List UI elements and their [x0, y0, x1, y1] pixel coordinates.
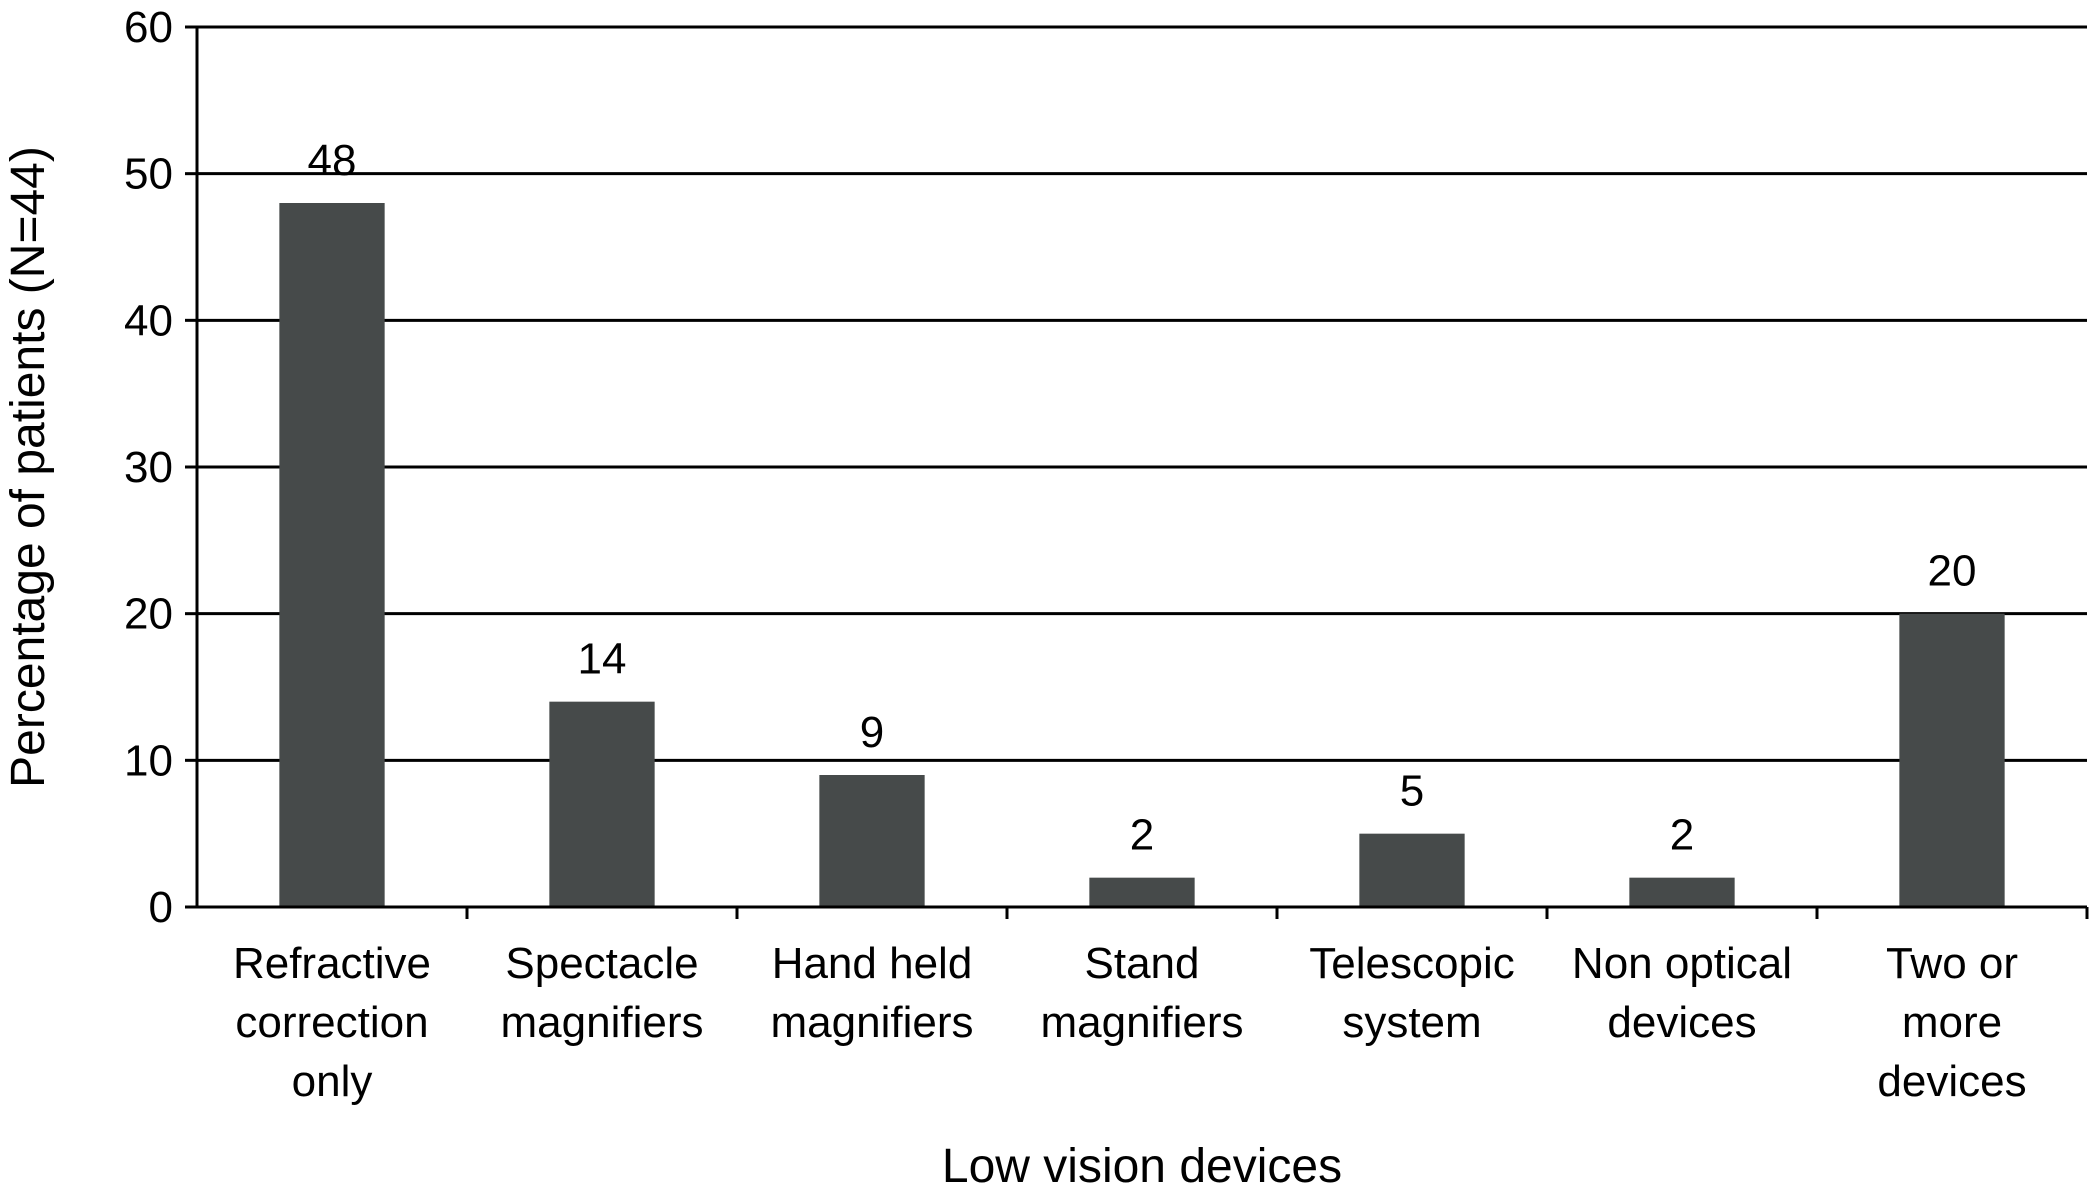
data-label: 5 — [1400, 767, 1424, 816]
x-tick-label: only — [292, 1057, 373, 1106]
bars — [279, 203, 2005, 907]
x-tick-label: magnifiers — [501, 998, 704, 1047]
x-tick-label: correction — [235, 998, 428, 1047]
x-tick-label: Stand — [1085, 939, 1200, 988]
data-label: 20 — [1928, 547, 1977, 596]
data-labels: 48 14 9 2 5 2 20 — [308, 136, 1977, 860]
y-tick-label: 60 — [124, 3, 173, 52]
y-tick-label: 0 — [149, 883, 173, 932]
x-tick-label: Hand held — [772, 939, 973, 988]
x-tick-label: Telescopic — [1309, 939, 1514, 988]
data-label: 14 — [578, 635, 627, 684]
x-tick-labels: Refractive correction only Spectacle magnifi… — [233, 939, 2027, 1106]
y-tick-label: 40 — [124, 296, 173, 345]
y-axis-title: Percentage of patients (N=44) — [2, 146, 55, 788]
x-axis-title: Low vision devices — [942, 1140, 1342, 1193]
bar — [819, 775, 925, 907]
bar — [1899, 613, 2005, 907]
y-tick-labels: 0 10 20 30 40 50 60 — [124, 3, 173, 932]
y-tick-label: 20 — [124, 590, 173, 639]
data-label: 2 — [1130, 811, 1154, 860]
data-label: 9 — [860, 708, 884, 757]
x-tick-label: magnifiers — [771, 998, 974, 1047]
bar — [1089, 877, 1195, 907]
y-tick-label: 30 — [124, 443, 173, 492]
grid-lines — [197, 25, 2087, 762]
data-label: 2 — [1670, 811, 1694, 860]
axes — [185, 25, 2089, 919]
y-tick-label: 10 — [124, 736, 173, 785]
data-label: 48 — [308, 136, 357, 185]
x-tick-label: Non optical — [1572, 939, 1792, 988]
x-tick-label: devices — [1877, 1057, 2026, 1106]
x-tick-label: Spectacle — [505, 939, 698, 988]
x-tick-label: system — [1342, 998, 1481, 1047]
x-tick-label: magnifiers — [1041, 998, 1244, 1047]
y-tick-label: 50 — [124, 150, 173, 199]
bar — [549, 701, 655, 907]
x-tick-label: Refractive — [233, 939, 431, 988]
x-tick-label: Two or — [1886, 939, 2018, 988]
bar — [1359, 833, 1465, 907]
x-tick-label: devices — [1607, 998, 1756, 1047]
x-tick-label: more — [1902, 998, 2002, 1047]
bar — [279, 203, 385, 907]
bar — [1629, 877, 1735, 907]
